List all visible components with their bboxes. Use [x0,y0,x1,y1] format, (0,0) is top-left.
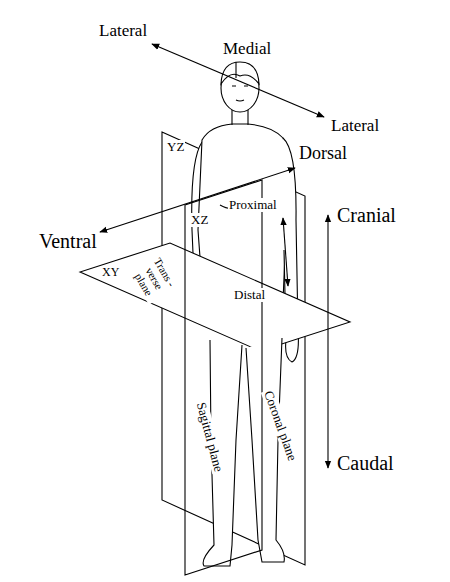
direction-label: Cranial [336,204,397,226]
right-leg [246,338,284,562]
hair [221,62,259,84]
direction-label: Medial [222,40,272,59]
cranial-caudal-arrow [327,215,328,468]
plane-axis-label: XZ [190,213,209,227]
proximal-distal-arrow [283,218,288,286]
face [232,86,248,101]
medial-tick [235,62,236,78]
direction-label: Proximal [228,198,278,212]
plane-axis-label: YZ [166,140,185,154]
transverse-plane [80,243,350,351]
plane-axis-label: XY [101,266,120,279]
direction-label: Caudal [336,452,395,474]
direction-label: Lateral [98,22,148,41]
plane-name: Trans - verse plane [129,252,180,305]
ventral-dorsal-arrow [100,168,295,232]
direction-label: Dorsal [298,144,348,164]
direction-label: Lateral [330,117,380,136]
direction-label: Distal [233,288,266,302]
plane-name: Coronal plane [261,388,300,464]
plane-name: Sagittal plane [193,400,226,474]
direction-label: Ventral [38,230,98,252]
sagittal-plane [185,180,262,575]
